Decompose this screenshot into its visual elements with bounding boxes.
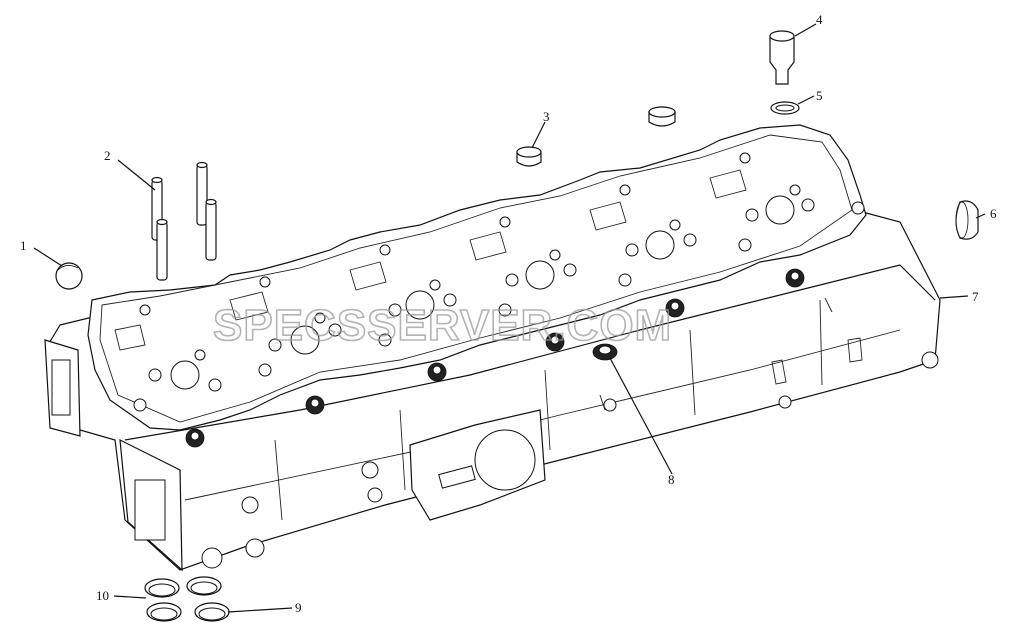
injector-sleeve-item-4	[769, 30, 795, 85]
callout-3: 3	[543, 109, 550, 124]
callout-6: 6	[990, 206, 997, 221]
head-gasket	[87, 124, 867, 431]
callout-5: 5	[816, 88, 823, 103]
watermark-text: SPECSSERVER.COM	[213, 301, 672, 350]
callout-8: 8	[668, 472, 675, 487]
core-plug-item-6	[955, 200, 979, 240]
seal-ring-item-5	[770, 101, 800, 115]
callout-7: 7	[972, 289, 979, 304]
callout-2: 2	[104, 148, 111, 163]
callout-4: 4	[816, 12, 823, 27]
leader-lines	[33, 23, 986, 613]
cups-item-3	[516, 106, 676, 167]
fitting-item-8	[592, 343, 618, 361]
callout-labels: 1 2 3 4 5 6 7 8 9 10	[20, 12, 997, 615]
callout-1: 1	[20, 238, 27, 253]
dowel-tubes-item-2	[151, 161, 217, 281]
injector-sleeves-installed	[185, 268, 805, 448]
callout-10: 10	[96, 588, 109, 603]
callout-9: 9	[295, 600, 302, 615]
plug-item-1	[55, 262, 83, 290]
seal-rings-items-9-10	[144, 576, 230, 622]
